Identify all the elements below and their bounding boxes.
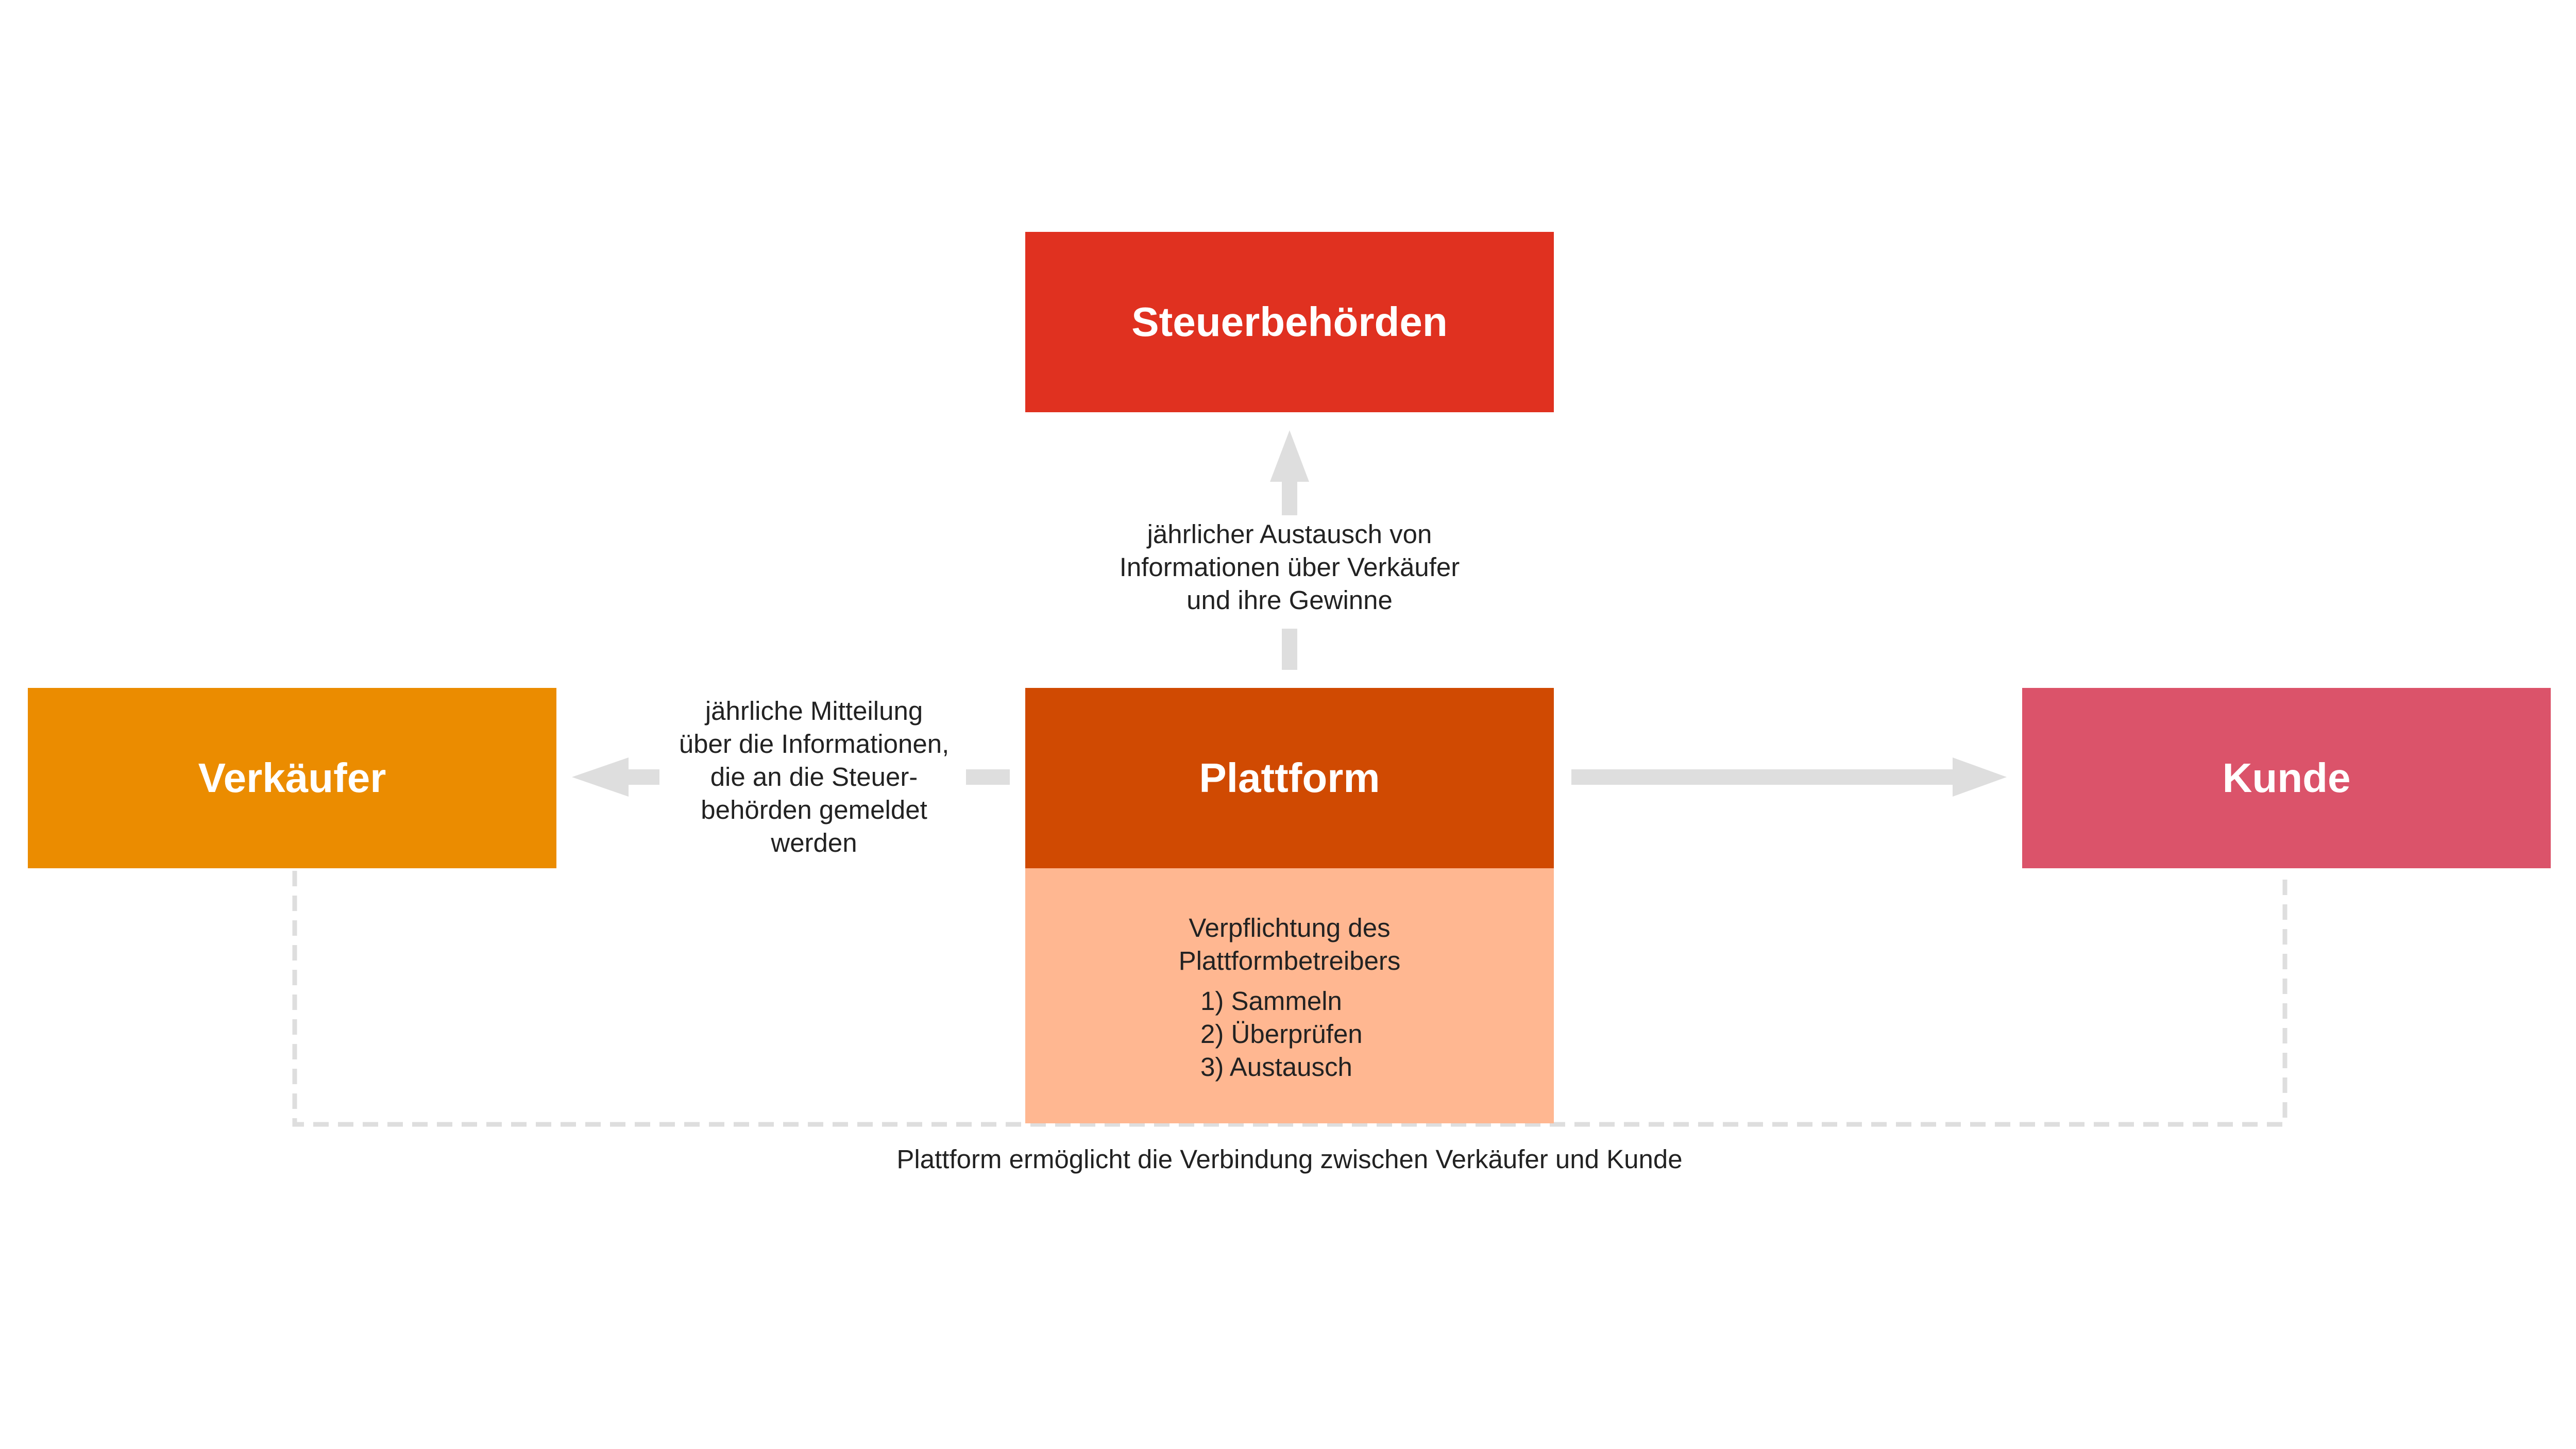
obligation-steps-list: 1) Sammeln 2) Überprüfen 3) Austausch <box>1200 985 1363 1084</box>
arrow-right-to-kunde <box>1571 757 2007 797</box>
edge-label-plattform-verkaeufer: jährliche Mitteilung über die Informatio… <box>679 696 950 857</box>
steuerbehoerden-box: Steuerbehörden <box>1025 232 1554 412</box>
arrow-up-to-steuerbehoerden <box>1270 430 1309 670</box>
obligation-title: Verpflichtung des Plattformbetreibers <box>1178 913 1401 975</box>
dashed-connection-verkaeufer-kunde <box>292 871 2287 1127</box>
kunde-label: Kunde <box>2222 755 2351 801</box>
verkaeufer-label: Verkäufer <box>198 755 386 801</box>
plattform-box: Plattform <box>1025 688 1554 868</box>
steuerbehoerden-label: Steuerbehörden <box>1131 299 1448 345</box>
obligation-step-exchange: 3) Austausch <box>1200 1052 1352 1082</box>
obligation-step-collect: 1) Sammeln <box>1200 986 1342 1016</box>
plattform-label: Plattform <box>1199 755 1380 801</box>
verkaeufer-box: Verkäufer <box>28 688 556 868</box>
plattform-obligation-panel: Verpflichtung des Plattformbetreibers 1)… <box>1025 868 1554 1123</box>
arrow-left-to-verkaeufer <box>572 757 1010 797</box>
kunde-box: Kunde <box>2022 688 2551 868</box>
edge-label-plattform-steuerbehoerden: jährlicher Austausch von Informationen ü… <box>1119 519 1460 615</box>
edge-label-verkaeufer-kunde: Plattform ermöglicht die Verbindung zwis… <box>896 1144 1683 1174</box>
obligation-step-verify: 2) Überprüfen <box>1200 1019 1363 1049</box>
